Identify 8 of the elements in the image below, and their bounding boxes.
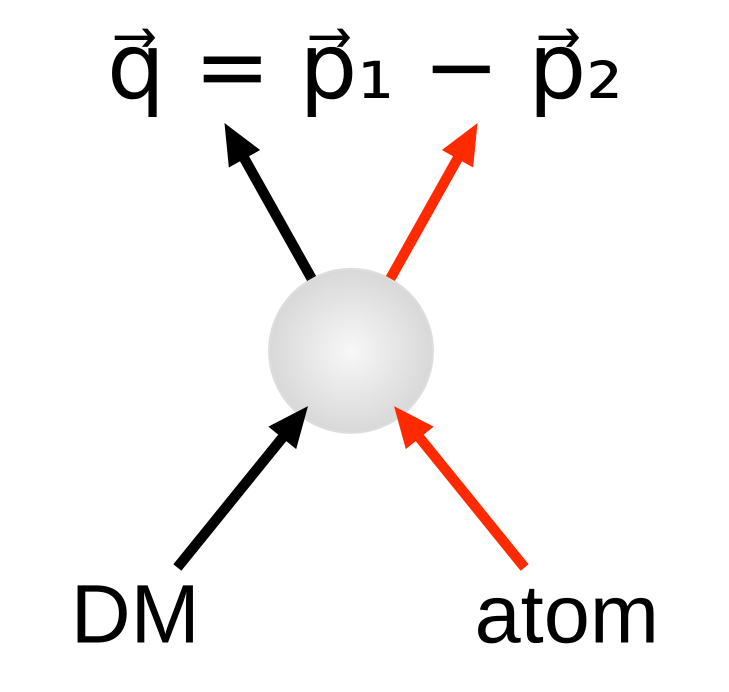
node-text: DM xyxy=(70,567,200,660)
diagram-title: q⃗ = p⃗₁ − p⃗₂ xyxy=(106,12,622,120)
arrow xyxy=(394,406,528,571)
arrow xyxy=(224,123,316,282)
node-circle xyxy=(268,268,434,434)
node-text: atom xyxy=(474,567,658,660)
arrow xyxy=(172,406,308,571)
arrow xyxy=(385,123,478,282)
